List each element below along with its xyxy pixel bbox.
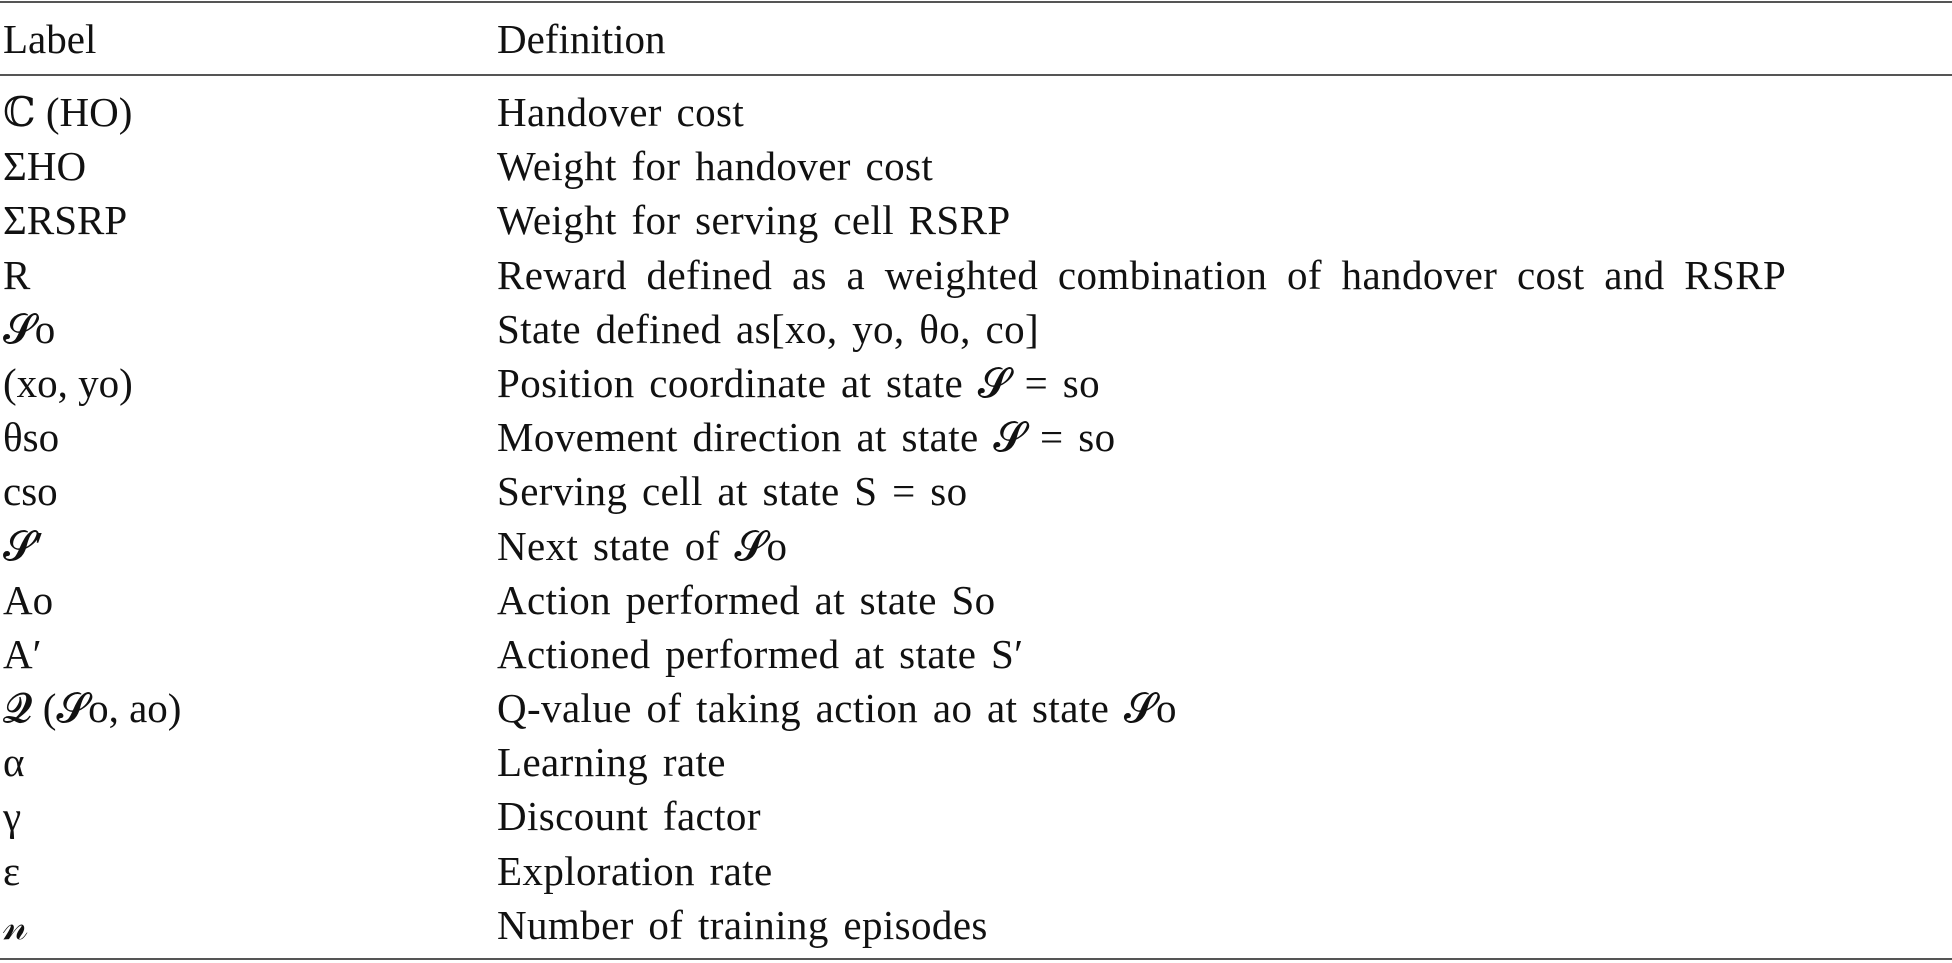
table-row: θso Movement direction at state 𝓢 = so xyxy=(0,412,1952,466)
row-label: 𝓃 xyxy=(3,901,29,948)
table-row: cso Serving cell at state S = so xyxy=(0,466,1952,520)
row-definition: State defined as[xo, yo, θo, co] xyxy=(497,305,1040,352)
row-label: R xyxy=(3,251,31,298)
row-label: 𝓢′ xyxy=(3,522,44,569)
table-row: 𝓠 (𝓢o, ao) Q-value of taking action ao a… xyxy=(0,683,1952,737)
table-row: R Reward defined as a weighted combinati… xyxy=(0,250,1952,304)
table-row: ΣHO Weight for handover cost xyxy=(0,141,1952,195)
row-label: 𝓠 (𝓢o, ao) xyxy=(3,685,182,732)
row-label: cso xyxy=(3,468,58,515)
row-definition: Actioned performed at state S′ xyxy=(497,630,1024,677)
row-label: γ xyxy=(3,793,22,840)
row-label: (xo, yo) xyxy=(3,359,133,406)
row-label: θso xyxy=(3,414,60,461)
table-row: 𝓢′ Next state of 𝓢o xyxy=(0,521,1952,575)
table-row: (xo, yo) Position coordinate at state 𝓢 … xyxy=(0,358,1952,412)
row-definition: Reward defined as a weighted combination… xyxy=(497,251,1787,298)
table-row: ε Exploration rate xyxy=(0,846,1952,900)
row-definition: Exploration rate xyxy=(497,847,773,894)
row-label: α xyxy=(3,739,25,786)
row-definition: Serving cell at state S = so xyxy=(497,468,968,515)
table-row: ΣRSRP Weight for serving cell RSRP xyxy=(0,195,1952,249)
table-row: α Learning rate xyxy=(0,737,1952,791)
row-label: ℂ (HO) xyxy=(3,89,133,135)
table-header-rule xyxy=(0,74,1952,76)
label-column-header: Label xyxy=(3,16,97,62)
row-definition: Handover cost xyxy=(497,89,745,135)
row-definition: Movement direction at state 𝓢 = so xyxy=(497,414,1116,461)
row-definition: Next state of 𝓢o xyxy=(497,522,788,569)
table-row: γ Discount factor xyxy=(0,791,1952,845)
table-bottom-rule xyxy=(0,958,1952,960)
row-definition: Action performed at state So xyxy=(497,576,996,623)
row-label: A′ xyxy=(3,630,42,677)
definition-column-header: Definition xyxy=(497,16,666,62)
table-row: ℂ (HO) Handover cost xyxy=(0,87,1952,141)
table-header-row: Label Definition xyxy=(0,10,1952,68)
row-definition: Q-value of taking action ao at state 𝓢o xyxy=(497,685,1177,732)
row-definition: Number of training episodes xyxy=(497,901,988,948)
row-label: ε xyxy=(3,847,21,894)
row-label: Ao xyxy=(3,576,54,623)
row-definition: Position coordinate at state 𝓢 = so xyxy=(497,359,1100,406)
row-definition: Weight for serving cell RSRP xyxy=(497,197,1011,244)
row-label: ΣHO xyxy=(3,143,87,190)
row-label: ΣRSRP xyxy=(3,197,128,244)
row-definition: Discount factor xyxy=(497,793,761,840)
table-row: A′ Actioned performed at state S′ xyxy=(0,629,1952,683)
table-body: ℂ (HO) Handover cost ΣHO Weight for hand… xyxy=(0,87,1952,954)
table-row: 𝓃 Number of training episodes xyxy=(0,900,1952,954)
table-row: 𝓢o State defined as[xo, yo, θo, co] xyxy=(0,304,1952,358)
row-definition: Learning rate xyxy=(497,739,726,786)
row-label: 𝓢o xyxy=(3,305,56,352)
table-row: Ao Action performed at state So xyxy=(0,575,1952,629)
row-definition: Weight for handover cost xyxy=(497,143,934,190)
table-top-rule xyxy=(0,1,1952,3)
